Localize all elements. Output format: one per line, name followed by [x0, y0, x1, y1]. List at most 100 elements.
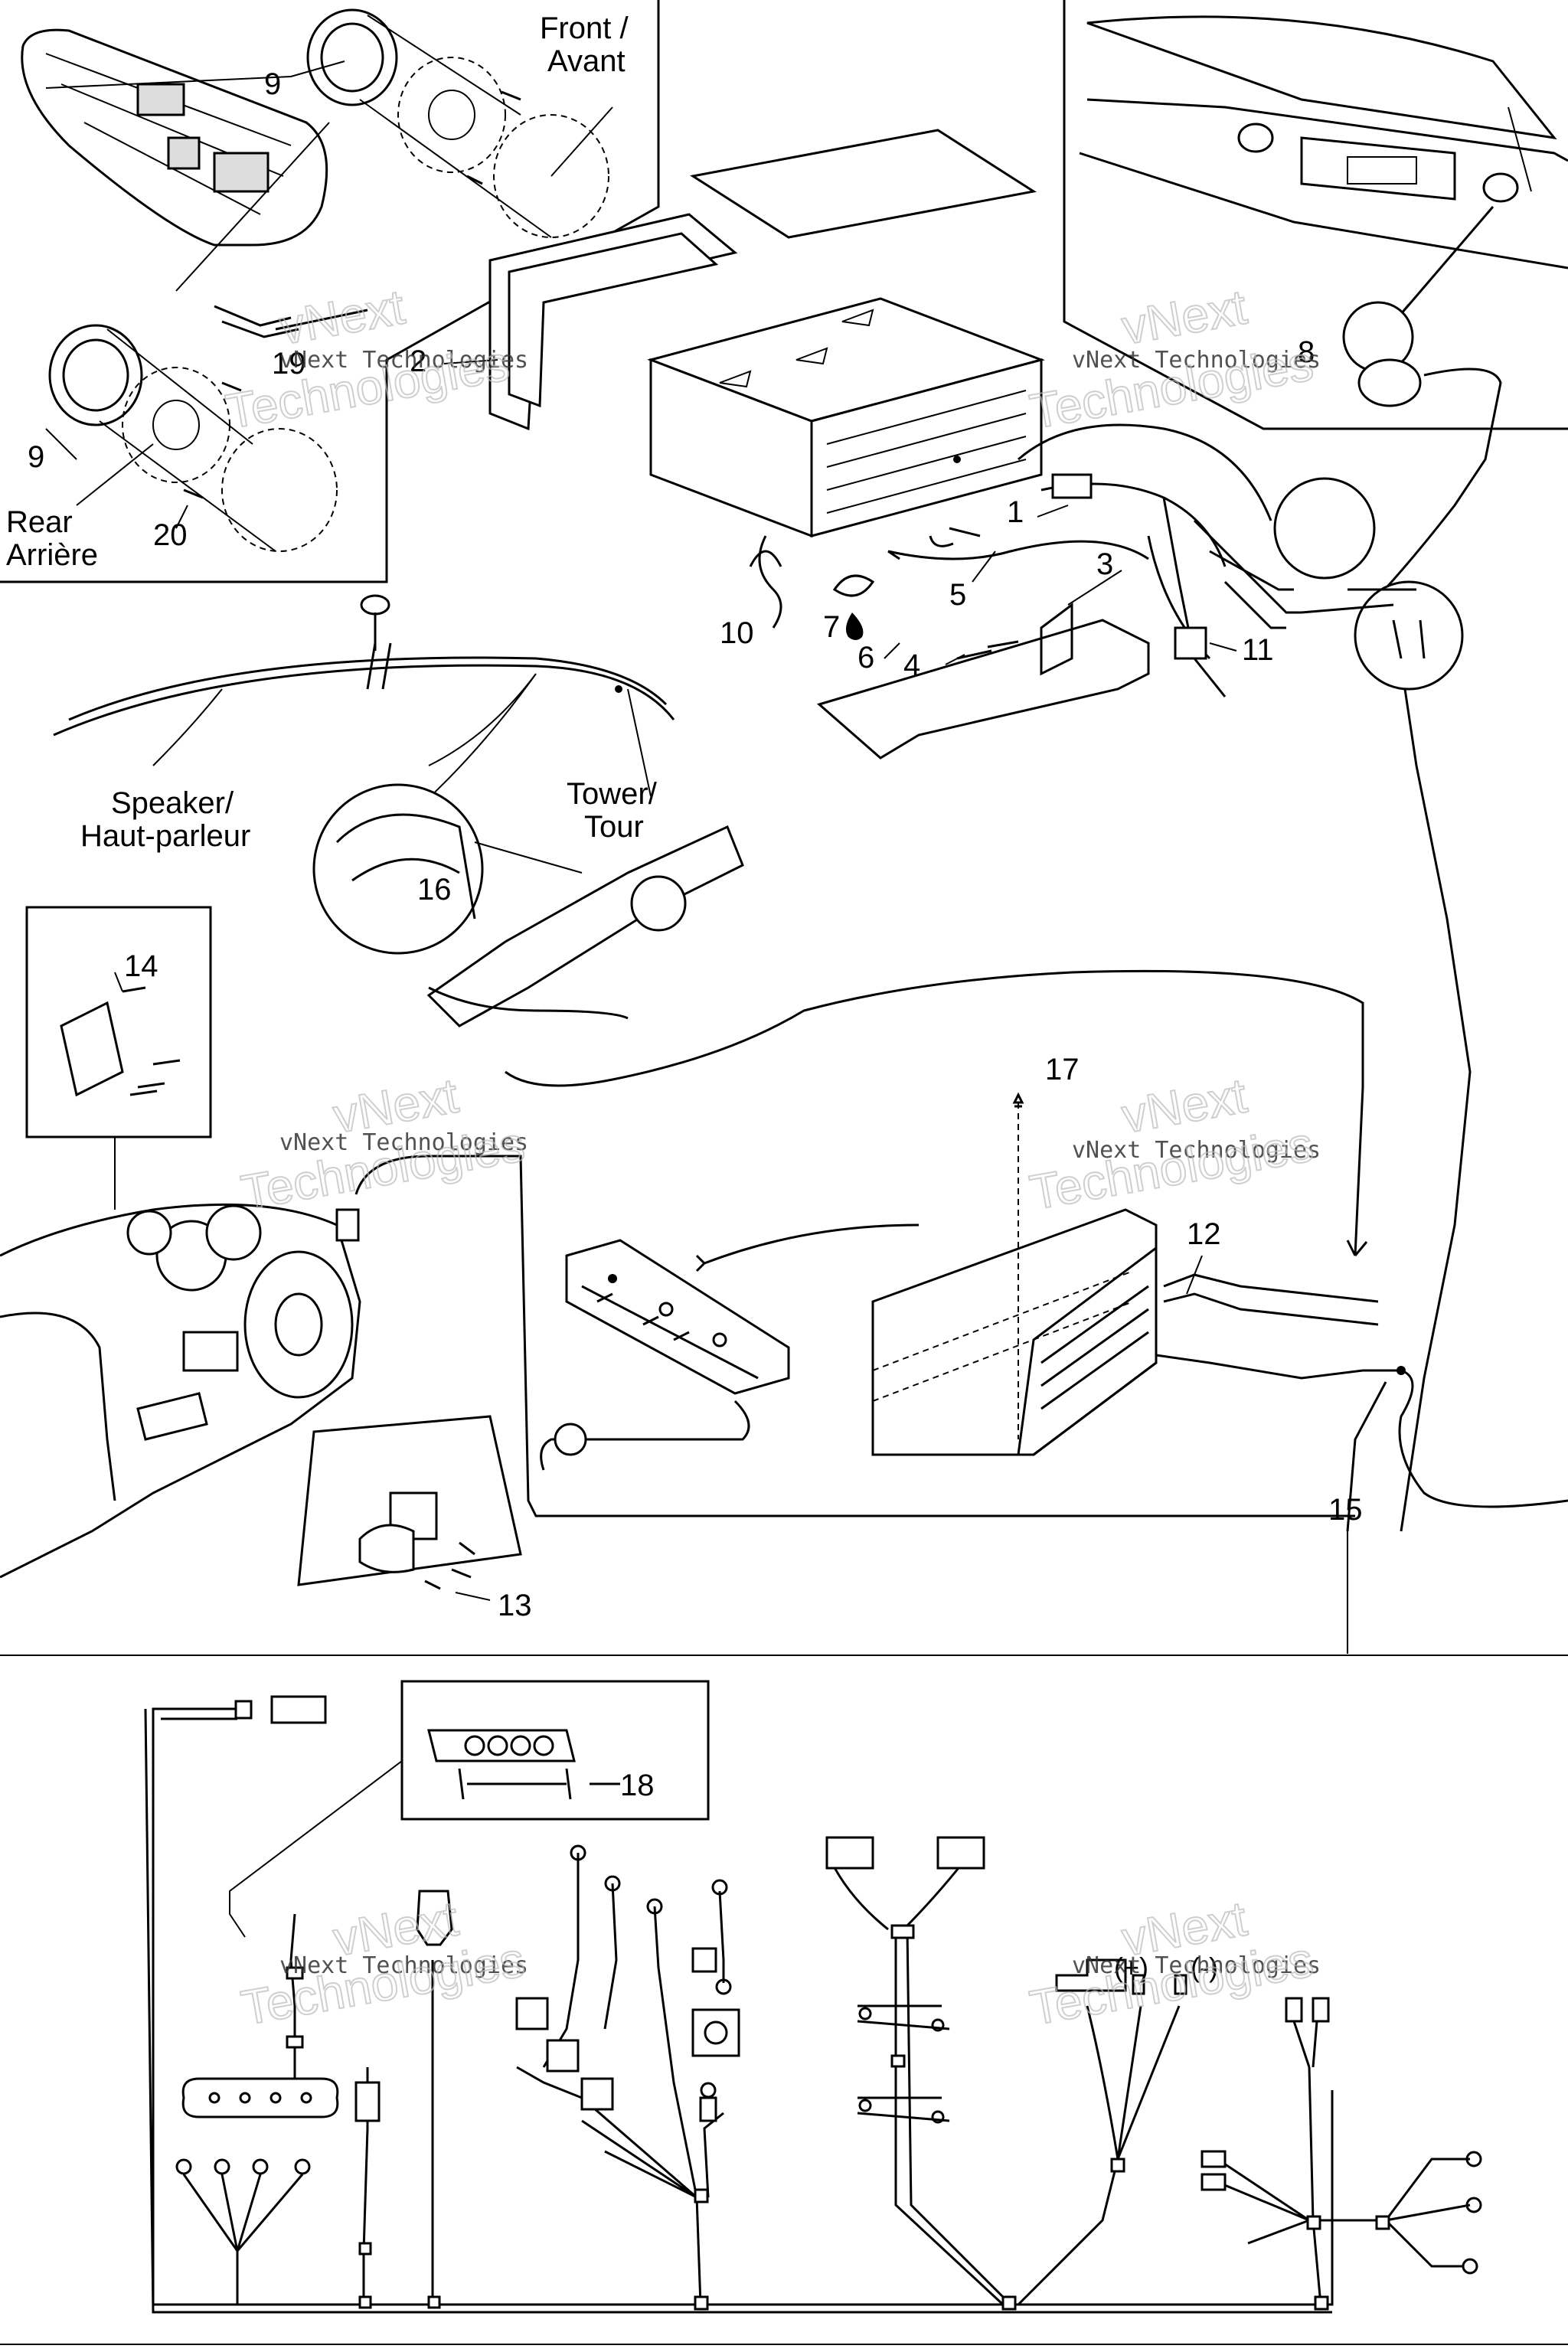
amp-power-cable — [1155, 1354, 1401, 1380]
callout-5: 5 — [949, 578, 966, 612]
amp-remote-unit — [540, 1223, 920, 1471]
svg-text:vNext Technologies: vNext Technologies — [1072, 1137, 1321, 1164]
gauge-3 — [126, 1210, 172, 1256]
helm-console — [0, 1155, 1355, 1579]
trim-bezel-inner — [508, 232, 719, 408]
callout-4: 4 — [903, 648, 920, 682]
switch-plate-13 — [297, 1415, 522, 1601]
wire-clamp-11 — [1174, 626, 1207, 660]
bracket-3 — [1040, 603, 1073, 676]
rca-detail — [1273, 477, 1472, 1532]
rear-label-line1: Rear — [6, 505, 73, 539]
watermark-2: vNext vNext Technologies Technologies — [1025, 278, 1321, 439]
inset-18 — [400, 1680, 710, 1821]
fuse-holder-7 — [832, 550, 900, 597]
switch-bracket-14 — [60, 1001, 124, 1097]
front-label-line2: Avant — [547, 44, 626, 78]
harness-connector-1 — [1051, 473, 1093, 499]
callout-17: 17 — [1045, 1053, 1080, 1086]
watermark-3: vNext vNext Technologies Technologies — [237, 1067, 529, 1220]
harness-connector-a — [234, 1700, 253, 1720]
speaker-inset — [0, 0, 660, 583]
callout-1: 1 — [1007, 495, 1024, 529]
harness-plug-c — [416, 1890, 453, 1946]
tower-assembly — [53, 594, 1368, 1256]
dash-inset — [1063, 0, 1568, 430]
callout-6: 6 — [858, 641, 874, 675]
bolts-4 — [956, 640, 1019, 660]
dash-socket-right — [1482, 172, 1519, 203]
front-speaker — [306, 8, 609, 238]
callout-2: 2 — [410, 345, 426, 378]
rca-pair-left — [1200, 2150, 1227, 2191]
callout-9b: 9 — [28, 440, 44, 474]
callout-18: 18 — [620, 1769, 655, 1802]
center-plugs — [825, 1836, 985, 1870]
cable-tie-10 — [749, 535, 782, 629]
svg-text:vNext: vNext — [1118, 279, 1251, 354]
dash-radio — [1300, 136, 1456, 201]
callout-7: 7 — [823, 610, 840, 644]
callout-12: 12 — [1187, 1217, 1221, 1251]
callout-8: 8 — [1298, 335, 1315, 369]
amp-body — [871, 1208, 1158, 1456]
tower-wire — [505, 969, 1364, 1256]
radio-harness — [749, 423, 1302, 760]
callout-19: 19 — [272, 347, 306, 381]
callout-14: 14 — [124, 949, 158, 983]
svg-text:vNext Technologies: vNext Technologies — [1072, 1952, 1321, 1979]
callout-16: 16 — [417, 873, 452, 906]
svg-text:vNext: vNext — [276, 279, 409, 354]
steering-wheel — [243, 1250, 354, 1399]
tower-label-line1: Tower/ — [567, 777, 658, 811]
minus-marker: (-) — [1191, 1952, 1218, 1983]
callout-20: 20 — [153, 518, 188, 552]
cover-plate — [690, 129, 1037, 239]
tower-tube — [426, 825, 744, 1027]
power-plug — [1055, 1958, 1127, 1992]
dash-lid — [1086, 15, 1557, 140]
tower-label-line2: Tour — [584, 810, 644, 844]
callout-3: 3 — [1096, 547, 1113, 581]
connector-g3-2 — [546, 2039, 580, 2073]
speaker-label-line2: Haut-parleur — [80, 819, 250, 853]
rear-speaker — [48, 324, 338, 552]
svg-text:vNext Technologies: vNext Technologies — [279, 347, 528, 374]
svg-text:vNext Technologies: vNext Technologies — [279, 1952, 528, 1979]
front-label-line1: Front / — [540, 11, 629, 45]
switch-inset — [25, 906, 212, 1210]
rca-plug — [554, 1423, 587, 1456]
callout-9a: 9 — [264, 67, 281, 101]
amplifier — [871, 1092, 1568, 1654]
speaker-screws — [183, 90, 521, 499]
radio-side — [810, 358, 1043, 537]
watermark-4: vNext vNext Technologies Technologies — [1025, 1067, 1321, 1220]
inset-border — [0, 0, 660, 583]
connector-g3-1 — [515, 1997, 549, 2030]
watermark-5: vNext vNext Technologies Technologies — [237, 1890, 529, 2036]
callout-11: 11 — [1242, 633, 1274, 667]
tower-light — [360, 594, 390, 616]
dash-socket-left — [1237, 122, 1274, 153]
speaker-wire-connector — [214, 305, 368, 338]
bracket-plate — [816, 619, 1150, 760]
rca-pair-top — [1285, 1997, 1330, 2023]
tower-detail-circle — [312, 783, 484, 955]
callout-13: 13 — [498, 1589, 532, 1622]
watermark-6: vNext vNext Technologies Technologies — [1025, 1890, 1321, 2036]
svg-text:vNext Technologies: vNext Technologies — [1072, 347, 1321, 374]
drop-icon — [845, 612, 864, 640]
boat-top-view — [21, 28, 328, 247]
wiring-harness: (+) (-) — [144, 1680, 1482, 2314]
switch-panel — [182, 1331, 239, 1372]
connector-g3-3 — [580, 2077, 614, 2111]
watermark-1: vNext vNext Technologies Technologies — [221, 278, 528, 439]
stereo-head-unit — [488, 129, 1045, 538]
tower-post — [366, 642, 392, 690]
12v-socket-8 — [1342, 301, 1502, 614]
gauge-2 — [205, 1204, 262, 1261]
plus-marker: (+) — [1114, 1952, 1148, 1983]
callout-15: 15 — [1328, 1493, 1363, 1527]
harness-plug-top — [270, 1695, 327, 1724]
